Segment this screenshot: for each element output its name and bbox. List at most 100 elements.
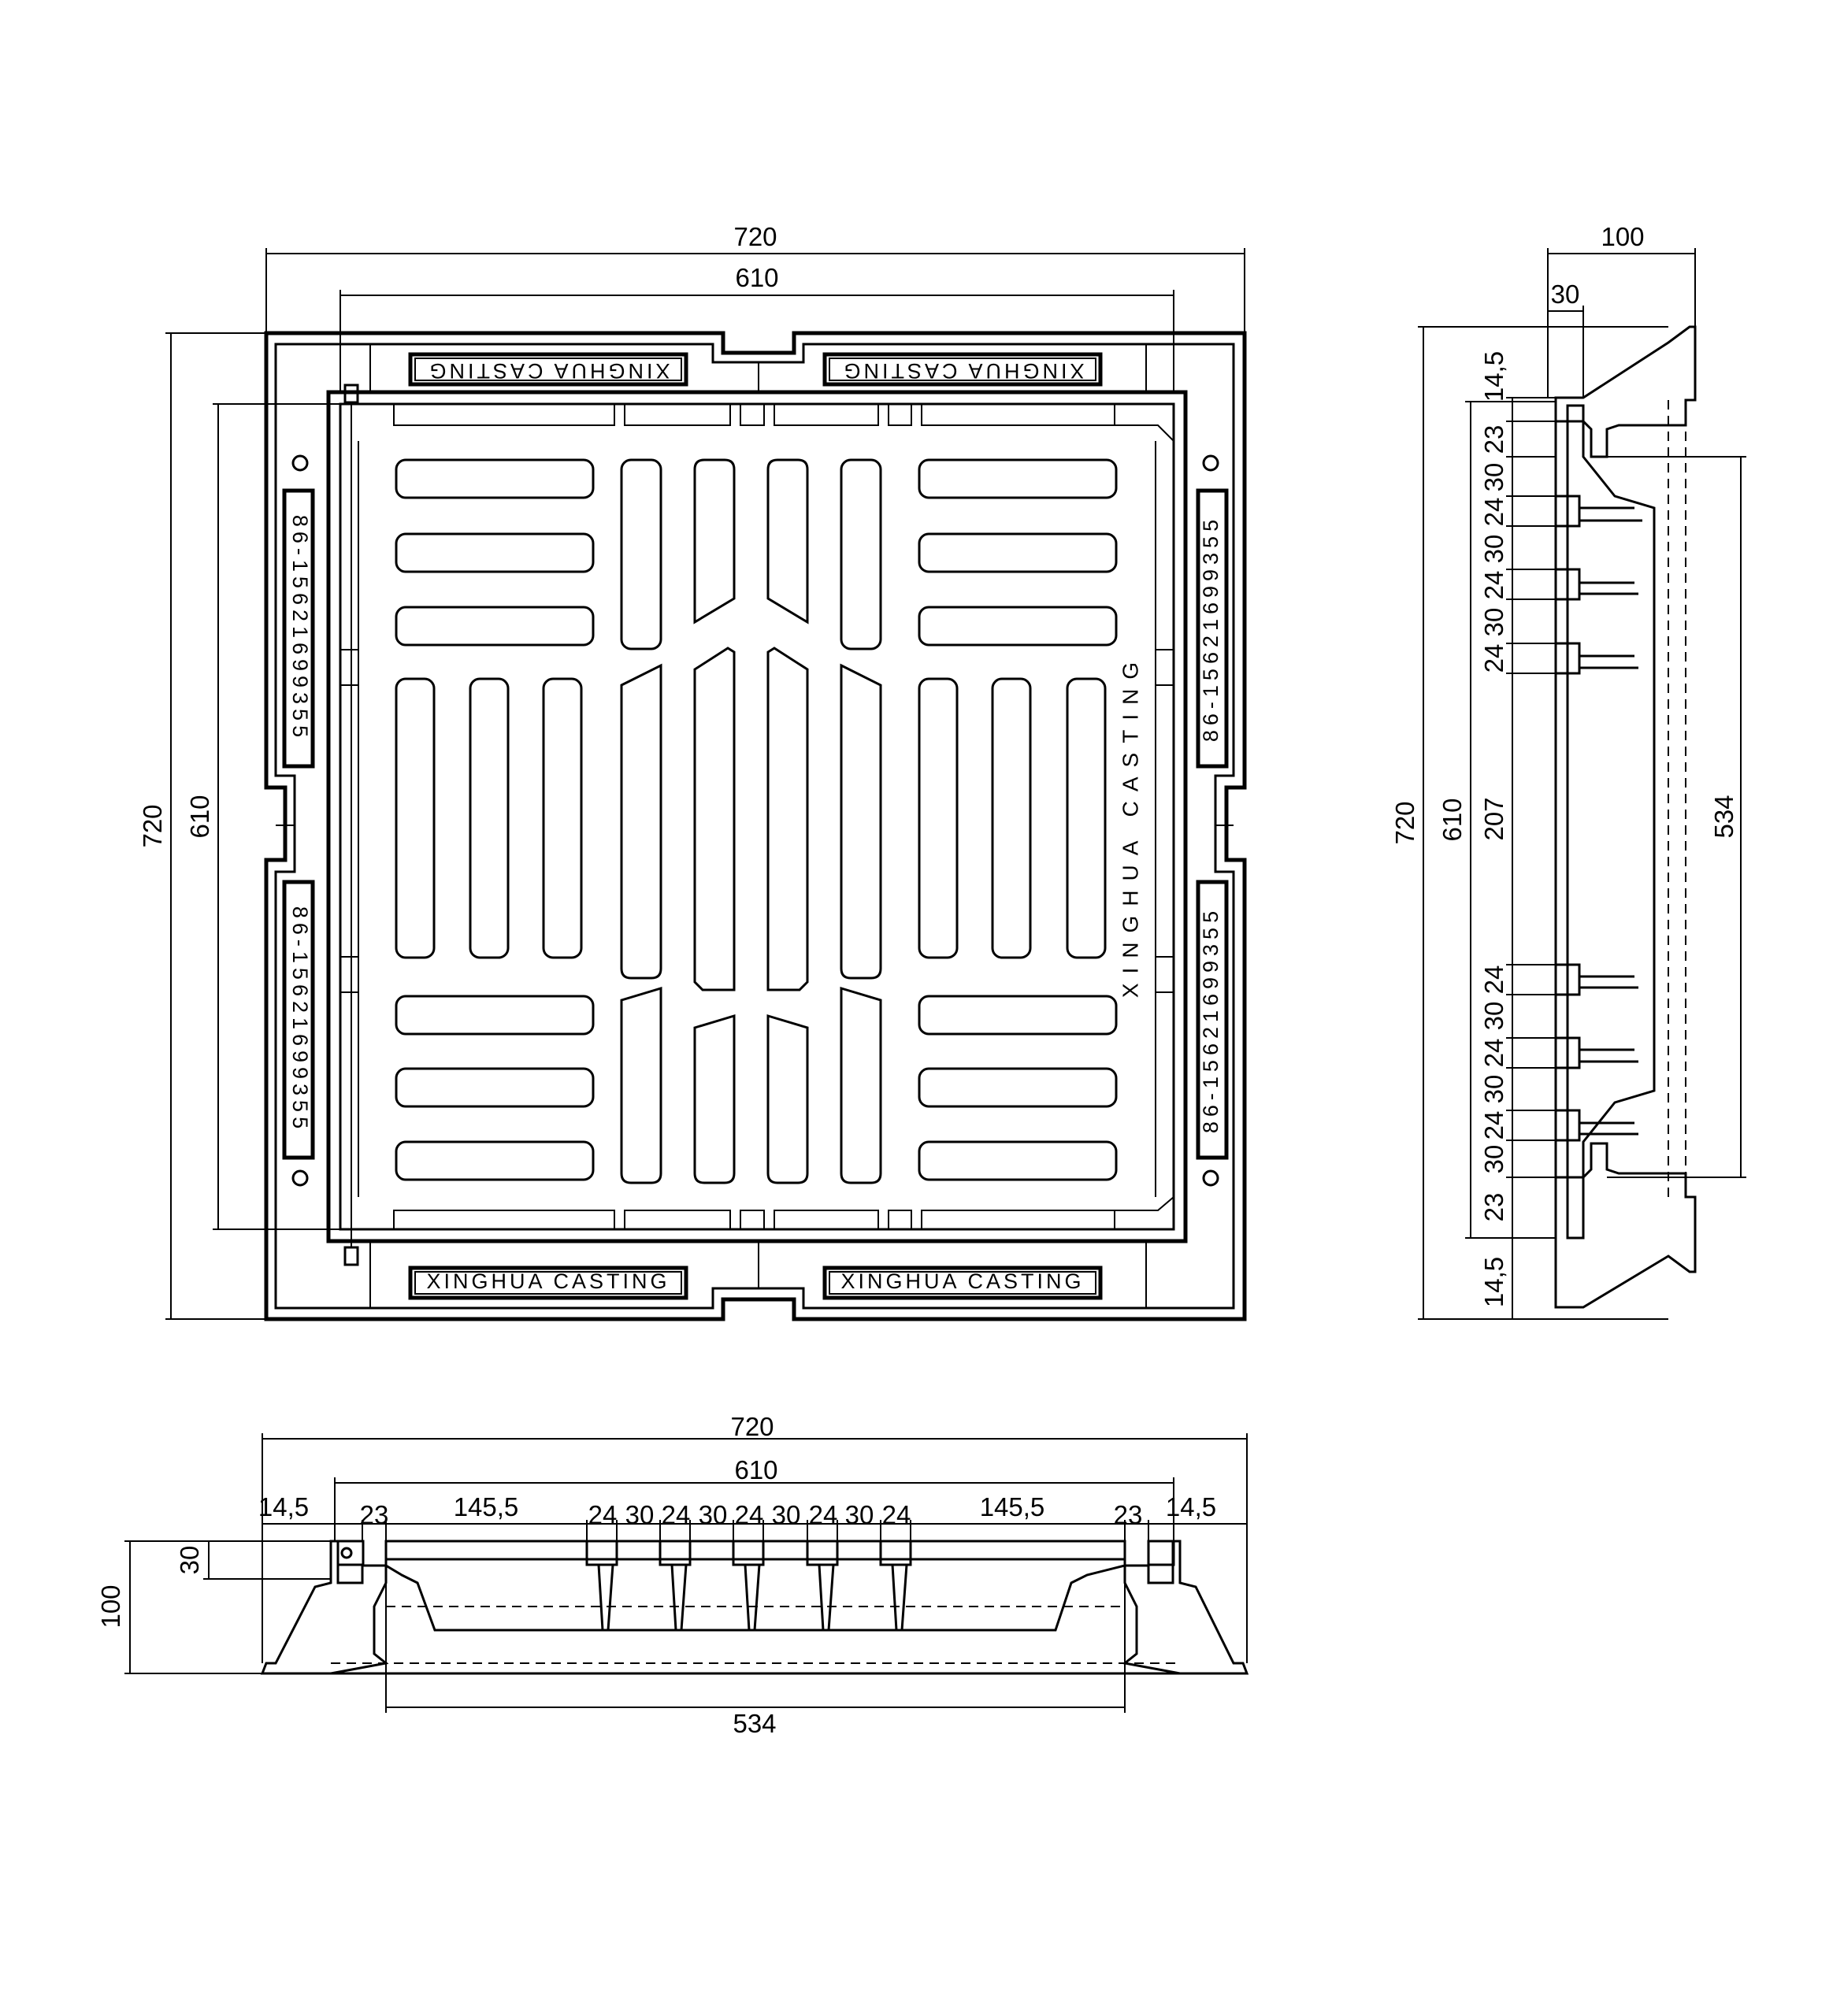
rib [585, 1540, 618, 1566]
plan-height-outer: 720 [138, 804, 167, 847]
brand-text: XINGHUA CASTING [426, 359, 670, 383]
grate-slot [766, 1014, 809, 1184]
svg-text:24: 24 [1479, 1039, 1508, 1068]
cover-section [1566, 404, 1656, 1240]
side-height-outer: 720 [1390, 801, 1419, 844]
phone-plate [1196, 488, 1229, 769]
front-width-inner: 610 [734, 1455, 777, 1484]
grate-outline [326, 390, 1188, 1243]
grate-slot [693, 1014, 736, 1184]
front-dimensions [124, 1433, 1248, 1713]
svg-text:14,5: 14,5 [258, 1492, 309, 1521]
brand-plate [408, 352, 688, 387]
svg-text:30: 30 [1479, 1075, 1508, 1104]
bolt-hole [291, 1169, 309, 1187]
grate-slot [693, 647, 736, 991]
grate-slot [766, 647, 809, 991]
svg-text:145,5: 145,5 [454, 1492, 519, 1521]
front-view: 720 610 534 100 30 14,5 23 145,5 24 30 2… [96, 1412, 1249, 1738]
rib [659, 1540, 692, 1566]
grate-slot [469, 677, 510, 959]
grate-slot [620, 663, 662, 980]
rib [1554, 642, 1581, 675]
svg-text:30: 30 [1479, 608, 1508, 637]
frame-section [260, 1540, 389, 1675]
brand-plate [822, 352, 1103, 387]
plan-height-inner: 610 [185, 795, 214, 838]
svg-text:30: 30 [1479, 1145, 1508, 1174]
frame-section [1122, 1540, 1249, 1675]
side-dimensions [1418, 248, 1746, 1320]
front-height: 100 [96, 1584, 125, 1628]
frame-outline [264, 331, 1247, 1321]
svg-text:23: 23 [1479, 425, 1508, 454]
grate-slot [395, 1140, 595, 1181]
grate-slot [918, 606, 1118, 647]
brand-text: XINGHUA CASTING [840, 1269, 1084, 1293]
grate-slot [395, 1067, 595, 1108]
grate-slot [840, 663, 882, 980]
grate-inner [339, 402, 1175, 1231]
grate-slot [840, 986, 882, 1184]
phone-plate [282, 488, 315, 769]
rib [806, 1540, 839, 1566]
phone-text: 86-15621699355 [288, 906, 312, 1133]
frame-section [1554, 1142, 1697, 1309]
side-height-inner: 610 [1438, 798, 1467, 841]
rib [1554, 568, 1581, 601]
frame-section [1554, 325, 1697, 458]
plan-dimensions [165, 248, 1245, 1320]
grate-slot [620, 986, 662, 1184]
phone-text: 86-15621699355 [288, 515, 312, 742]
grate-slot [395, 677, 436, 959]
phone-plate [1196, 880, 1229, 1160]
side-view: 100 30 720 610 207 534 14,5 14,5 23 30 2… [1390, 222, 1746, 1320]
grate-slot [395, 995, 595, 1036]
grate-slot [395, 458, 595, 499]
svg-text:24: 24 [588, 1500, 618, 1529]
frame-inner-outline [274, 343, 1235, 1310]
front-opening: 534 [733, 1709, 776, 1738]
side-center: 207 [1479, 797, 1508, 840]
grate-slot [918, 458, 1118, 499]
brand-text: XINGHUA CASTING [426, 1269, 670, 1293]
svg-text:30: 30 [772, 1500, 801, 1529]
rib [1554, 1109, 1581, 1142]
rib [1554, 1036, 1581, 1069]
svg-text:30: 30 [625, 1500, 655, 1529]
side-rim: 30 [1551, 280, 1580, 309]
grate-slot [918, 677, 959, 959]
bolt-hole [1202, 1169, 1219, 1187]
phone-text: 86-15621699355 [1199, 515, 1223, 742]
rib [879, 1540, 912, 1566]
svg-text:24: 24 [1479, 571, 1508, 600]
grate-slot [991, 677, 1032, 959]
grate-slot [542, 677, 583, 959]
grate-rim [393, 1210, 1115, 1229]
grate-rim [393, 404, 1115, 426]
brand-text: XINGHUA CASTING [840, 359, 1084, 383]
grate-slot [840, 458, 882, 650]
rib [1554, 963, 1581, 996]
side-opening: 534 [1709, 795, 1738, 838]
grate-slot [395, 532, 595, 573]
cover-section [384, 1540, 1126, 1632]
grate-slot [918, 1140, 1118, 1181]
svg-text:30: 30 [1479, 1002, 1508, 1031]
svg-text:145,5: 145,5 [980, 1492, 1045, 1521]
plan-view: XINGHUA CASTING XINGHUA CASTING XINGHUA … [138, 222, 1247, 1321]
svg-text:24: 24 [1479, 1111, 1508, 1140]
grate-slot [918, 995, 1118, 1036]
bolt-hole [291, 454, 309, 472]
rib [1554, 495, 1581, 528]
svg-text:30: 30 [1479, 463, 1508, 492]
grate-slot [918, 532, 1118, 573]
brand-plate [408, 1266, 688, 1300]
side-ribs-bottom: 24 30 24 30 24 30 23 [1479, 965, 1508, 1222]
svg-text:24: 24 [735, 1500, 764, 1529]
svg-text:23: 23 [1479, 1193, 1508, 1222]
svg-text:23: 23 [1114, 1500, 1143, 1529]
grate-slot [395, 606, 595, 647]
phone-plate [282, 880, 315, 1160]
